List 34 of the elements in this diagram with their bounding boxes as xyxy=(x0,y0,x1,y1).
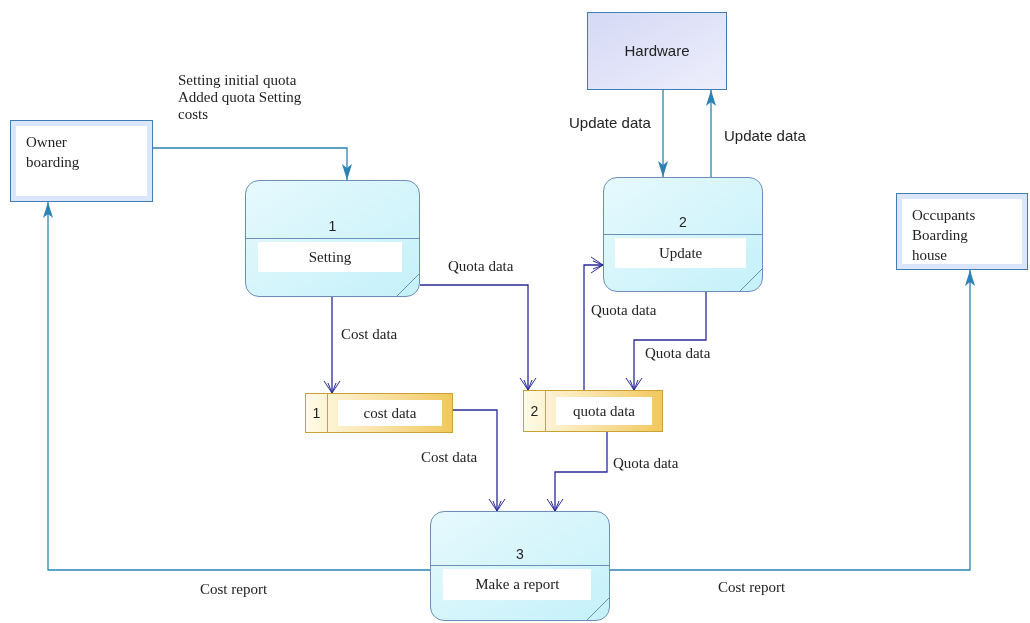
process-label: Update xyxy=(615,237,747,269)
edge-label: Update data xyxy=(722,127,808,144)
flow-arrow xyxy=(609,269,975,571)
store-number: 1 xyxy=(306,394,328,432)
data-store xyxy=(305,393,453,433)
edge-label: Update data xyxy=(567,114,653,131)
edge-label: Quota data xyxy=(446,258,516,275)
flow-arrow xyxy=(706,89,716,178)
process-number: 1 xyxy=(327,216,338,236)
process-box xyxy=(603,177,763,292)
process-box xyxy=(245,180,420,297)
flow-arrow xyxy=(43,201,431,571)
flow-arrow xyxy=(152,147,352,181)
process-label: Setting xyxy=(258,241,402,273)
store-label: cost data xyxy=(338,400,442,426)
entity-label: Owner boarding xyxy=(26,133,81,172)
edge-label: Cost report xyxy=(198,581,270,598)
external-entity xyxy=(10,120,153,202)
external-entity xyxy=(587,12,727,90)
process-number: 2 xyxy=(678,212,688,232)
process-box xyxy=(430,511,610,621)
entity-label: Occupants Boarding house xyxy=(912,206,977,265)
flow-arrow xyxy=(658,89,668,178)
edge-label: Quota data xyxy=(589,302,659,319)
process-number: 3 xyxy=(515,545,525,565)
process-label: Make a report xyxy=(443,569,592,600)
edge-label: Cost report xyxy=(716,579,788,596)
external-entity xyxy=(896,193,1028,270)
store-label: quota data xyxy=(556,397,652,425)
entity-label: Hardware xyxy=(624,40,690,61)
edge-label: Quota data xyxy=(643,345,713,362)
store-number: 2 xyxy=(524,391,546,431)
edge-label: Quota data xyxy=(611,455,681,472)
data-store xyxy=(523,390,663,432)
